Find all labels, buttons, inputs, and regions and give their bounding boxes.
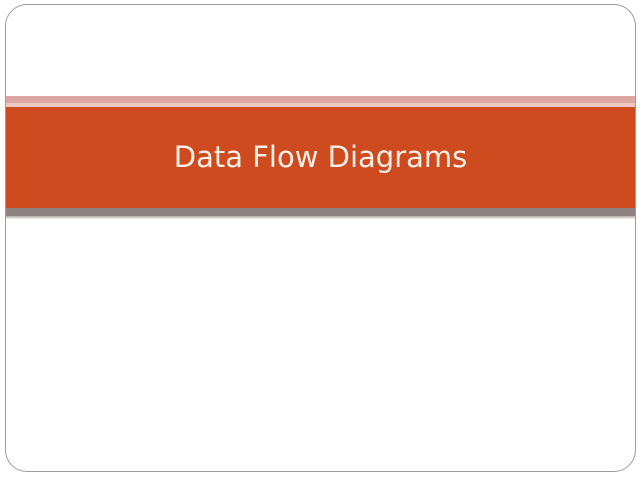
banner-bottom-shadow (6, 216, 635, 219)
title-banner: Data Flow Diagrams (6, 96, 635, 219)
slide-frame: Data Flow Diagrams (5, 4, 636, 472)
slide-title: Data Flow Diagrams (173, 140, 468, 174)
banner-top-stripe (6, 96, 635, 107)
banner-bottom-stripe (6, 208, 635, 216)
banner-orange-band: Data Flow Diagrams (6, 107, 635, 208)
